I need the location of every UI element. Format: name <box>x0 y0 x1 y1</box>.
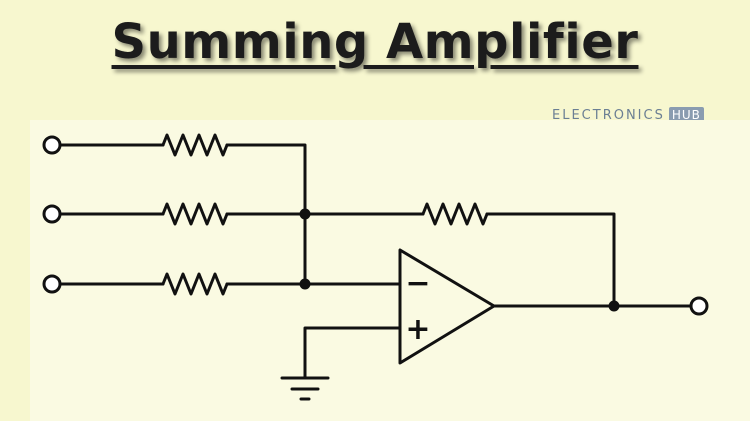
input-resistor-3 <box>161 272 229 296</box>
ground-icon <box>280 376 330 401</box>
feedback-resistor <box>421 202 489 226</box>
circuit-diagram: − + <box>30 120 750 421</box>
brand-name: ELECTRONICS <box>552 107 665 123</box>
noninverting-input-symbol: + <box>405 312 430 347</box>
input-resistor-1 <box>161 133 229 157</box>
page-title: Summing Amplifier <box>111 14 639 70</box>
opamp-triangle <box>398 248 496 365</box>
input-terminal-1 <box>42 135 62 155</box>
feedback-wire-right <box>485 212 616 308</box>
input-terminal-3 <box>42 274 62 294</box>
ground-wire <box>303 326 402 380</box>
junction-node <box>299 278 311 290</box>
inverting-input-symbol: − <box>405 266 430 301</box>
input-1-wire-right <box>225 143 307 286</box>
input-terminal-2 <box>42 204 62 224</box>
brand-logo: ELECTRONICS HUB <box>552 106 704 124</box>
output-terminal <box>689 296 709 316</box>
junction-node <box>299 208 311 220</box>
brand-suffix: HUB <box>668 107 704 123</box>
junction-node <box>608 300 620 312</box>
diagram-panel <box>30 120 750 421</box>
input-resistor-2 <box>161 202 229 226</box>
